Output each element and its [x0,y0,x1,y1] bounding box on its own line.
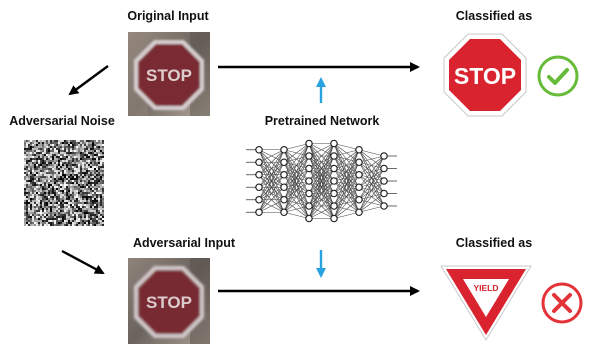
neural-network-icon [246,139,397,223]
network-node [355,195,363,204]
network-node [330,189,338,198]
adversarial-noise-image [24,140,104,226]
network-node [380,202,388,210]
network-node [255,208,263,217]
x-circle-icon [541,282,583,324]
network-node [330,152,338,160]
network-node [255,145,263,154]
network-node [330,202,338,210]
to-noise-arrow [68,65,109,96]
network-node [280,208,288,217]
network-node [305,202,313,210]
network-node [280,158,288,167]
adversarial-noise-label: Adversarial Noise [9,114,115,128]
yield-sign-text: YIELD [473,283,498,293]
network-node [330,177,338,185]
classified-as-top-label: Classified as [455,9,533,23]
network-node [305,189,313,198]
photo-stop-text-adv: STOP [146,293,192,312]
network-node [305,177,313,185]
photo-stop-text: STOP [146,66,192,85]
network-node [355,158,363,167]
network-node [255,195,263,204]
network-node [280,170,288,179]
network-node [330,214,338,223]
noise-pattern [24,140,104,226]
to-adversarial-arrow [61,249,105,275]
adversarial-input-label: Adversarial Input [132,236,236,250]
classified-as-bottom-label: Classified as [455,236,533,250]
network-node [330,164,338,173]
network-node [355,183,363,192]
network-node [305,214,313,223]
network-node [355,145,363,154]
network-node [280,183,288,192]
network-node [255,183,263,192]
yield-sign-icon: YIELD [440,265,532,341]
network-node [355,208,363,217]
check-circle-icon [537,55,579,97]
pretrained-network-label: Pretrained Network [264,114,380,128]
adversarial-input-image: STOP [128,258,210,344]
network-node [255,170,263,179]
network-node [305,139,313,148]
original-input-image: STOP [128,32,210,116]
network-node [255,158,263,167]
network-node [280,195,288,204]
stop-sign-text: STOP [454,63,516,89]
network-node [305,164,313,173]
original-input-label: Original Input [127,9,209,23]
network-node [380,152,388,160]
network-node [380,177,388,185]
network-node [380,189,388,198]
network-node [355,170,363,179]
stop-sign-icon: STOP [443,33,527,117]
network-node [380,164,388,173]
network-node [305,152,313,160]
network-node [330,139,338,148]
network-node [280,145,288,154]
